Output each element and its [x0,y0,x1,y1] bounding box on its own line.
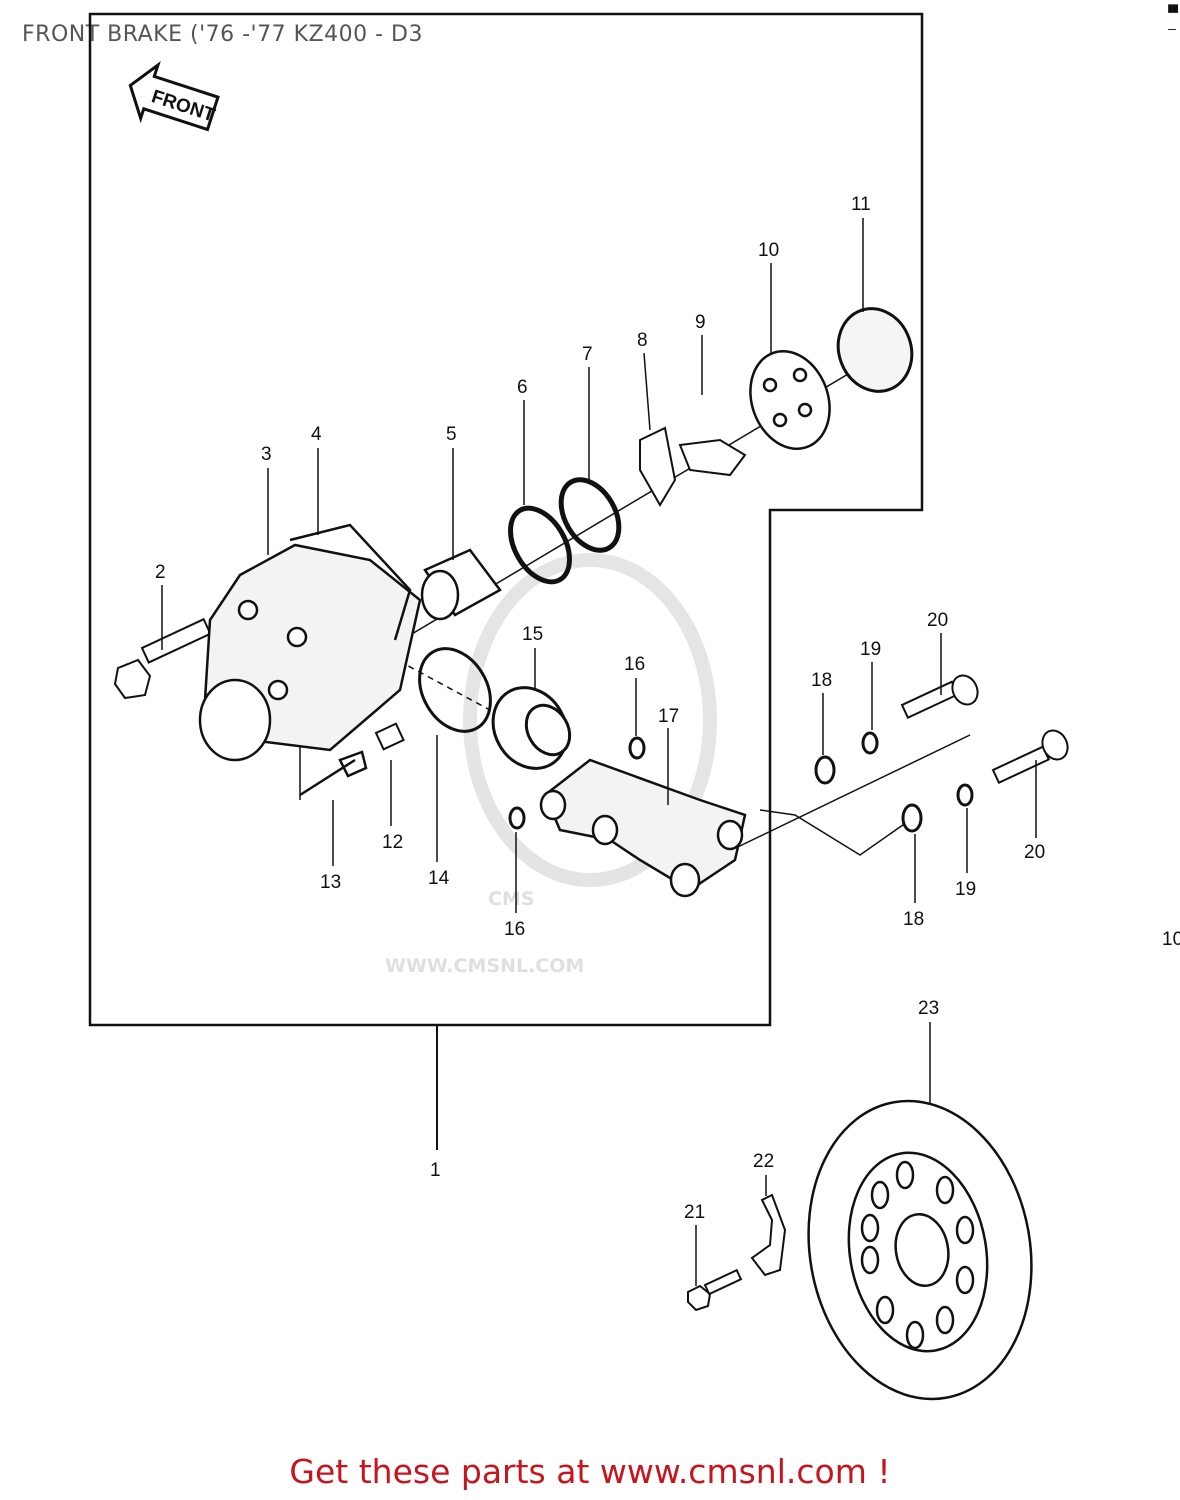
corner-mark: ▀– [1168,4,1178,36]
part-22-lockplate [750,1193,787,1277]
callout-14: 14 [428,868,450,889]
part-19-lockwasher-b [956,783,974,807]
part-21-bolt [687,1268,743,1312]
part-12-cap [374,722,405,751]
side-code: 101 [1162,929,1180,950]
part-14-ring [418,647,492,733]
callout-18-lower: 18 [903,909,924,930]
callout-1: 1 [430,1160,441,1181]
callout-10: 10 [758,240,779,261]
callout-16-lower: 16 [504,919,525,940]
part-2-bolt [113,617,212,700]
front-arrow: FRONT [128,61,220,132]
callout-23: 23 [918,998,939,1019]
callout-19-upper: 19 [860,639,881,660]
callout-6: 6 [517,377,528,398]
callout-15: 15 [522,624,543,645]
part-19-lockwasher-a [861,731,879,755]
part-16-oring-b [508,806,526,830]
callout-11: 11 [851,194,871,215]
part-23-disc [807,1099,1033,1401]
part-18-washer-b [901,803,923,833]
part-8-shim [639,426,677,507]
callout-3: 3 [261,444,272,465]
assembly-outline [88,12,924,1027]
callout-20-upper: 20 [927,610,948,631]
callout-17: 17 [658,706,679,727]
watermark: CMS WWW.CMSNL.COM [385,553,717,977]
part-10-pad [749,350,831,450]
part-15-boot [491,686,572,770]
callout-12: 12 [382,832,403,853]
callout-4: 4 [311,424,322,445]
callout-8: 8 [637,330,648,351]
callout-22: 22 [753,1151,774,1172]
callout-2: 2 [155,562,166,583]
callout-7: 7 [582,344,593,365]
leader-lines [161,218,1037,1286]
part-6-seal [508,505,572,585]
part-9-clip [678,438,747,477]
part-17-holder [539,758,747,898]
callout-21: 21 [684,1202,705,1223]
callout-16-upper: 16 [624,654,645,675]
part-7-seal [558,477,622,553]
part-5-piston [420,548,502,621]
part-13-valve [299,750,368,797]
part-18-washer-a [814,755,836,785]
callout-19-lower: 19 [955,879,976,900]
page-title: FRONT BRAKE ('76 -'77 KZ400 - D3 [22,22,423,47]
callout-5: 5 [446,424,457,445]
part-3-caliper [198,523,422,762]
callout-13: 13 [320,872,341,893]
callouts: 1 2 3 4 5 6 7 8 9 10 11 12 13 14 15 16 1… [155,194,1180,1223]
part-16-oring-a [628,736,646,760]
callout-20-lower: 20 [1024,842,1045,863]
callout-18-upper: 18 [811,670,832,691]
callout-9: 9 [695,312,706,333]
part-20-bolt-a [900,674,979,720]
part-11-lining [836,307,914,393]
watermark-url: WWW.CMSNL.COM [385,955,584,977]
watermark-brand: CMS [488,888,535,910]
part-20-bolt-b [991,729,1069,785]
footer-link[interactable]: Get these parts at www.cmsnl.com ! [289,1452,891,1491]
